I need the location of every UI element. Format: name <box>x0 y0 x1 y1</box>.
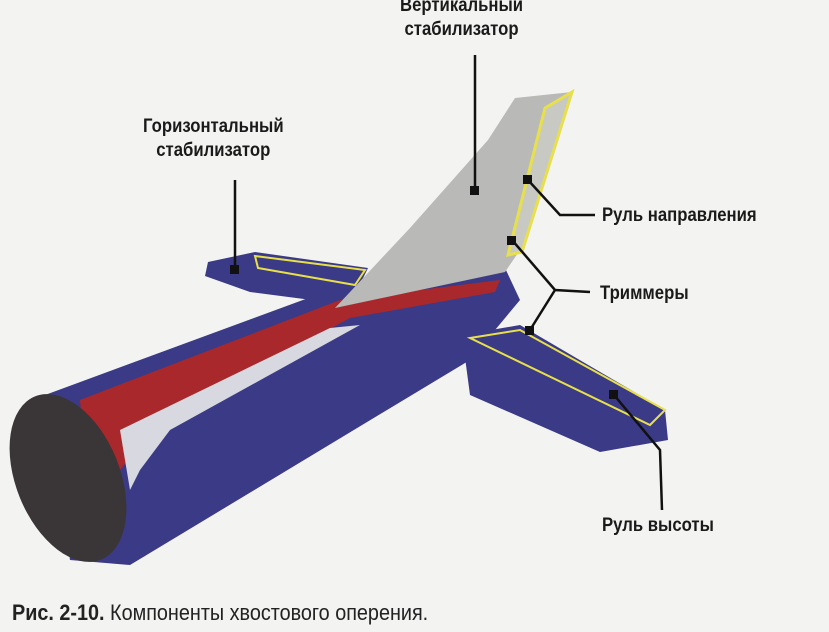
fuselage-red-stripe <box>80 280 500 520</box>
label-trim-tabs: Триммеры <box>600 283 689 304</box>
label-line: стабилизатор <box>156 140 271 161</box>
fuselage-white-stripe <box>120 325 360 490</box>
marker <box>230 265 239 274</box>
caption-text: Компоненты хвостового оперения. <box>110 600 429 625</box>
label-vertical-stabilizer: Вертикальный стабилизатор <box>400 0 523 42</box>
marker <box>470 186 479 195</box>
left-elevator-outline <box>253 254 367 287</box>
right-elevator-outline <box>466 328 667 427</box>
figure-caption: Рис. 2-10. Компоненты хвостового оперени… <box>12 600 428 626</box>
fuselage <box>45 268 520 565</box>
label-line: стабилизатор <box>404 19 519 40</box>
label-elevator: Руль высоты <box>602 515 714 536</box>
fuselage-cut-face <box>9 394 127 562</box>
label-line: Вертикальный <box>400 0 524 16</box>
marker <box>523 175 532 184</box>
marker <box>507 236 516 245</box>
leader-elevator <box>613 394 664 511</box>
label-rudder: Руль направления <box>602 205 757 226</box>
rudder-outline <box>505 88 575 257</box>
leader-rudder <box>527 179 595 217</box>
caption-number: Рис. 2-10. <box>12 600 105 625</box>
right-horizontal-stabilizer <box>462 325 668 452</box>
marker <box>609 390 618 399</box>
leader-trim-tabs <box>511 239 591 331</box>
marker <box>525 326 534 335</box>
label-line: Горизонтальный <box>143 116 284 137</box>
label-horizontal-stabilizer: Горизонтальный стабилизатор <box>143 115 284 163</box>
